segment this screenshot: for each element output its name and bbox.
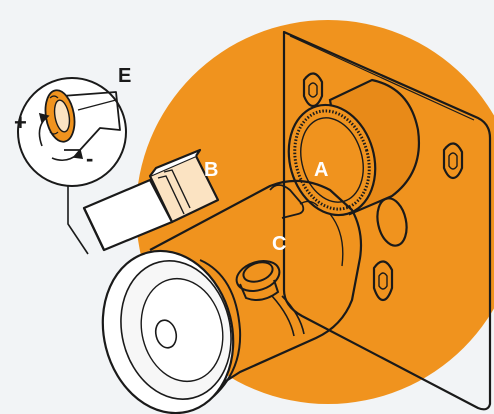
label-e: E <box>118 65 131 87</box>
knob-a <box>287 78 420 217</box>
label-minus: - <box>86 146 93 171</box>
rotate-arrow-icon <box>51 148 84 162</box>
keyhole-slot-top-right <box>442 142 464 180</box>
mount-body <box>149 179 363 391</box>
clamp-b <box>82 148 220 252</box>
callout-leader-line <box>67 172 89 255</box>
label-plus: + <box>14 110 27 135</box>
front-disc <box>101 249 242 414</box>
label-c: C <box>272 233 286 255</box>
keyhole-slot-bottom-left <box>372 260 394 302</box>
label-b: B <box>204 159 218 181</box>
rotate-arrow-icon <box>38 112 50 147</box>
label-a: A <box>314 159 328 181</box>
screw-c <box>235 260 305 337</box>
keyhole-slot-top-left <box>302 72 324 108</box>
detail-callout-e: + - <box>14 77 127 187</box>
